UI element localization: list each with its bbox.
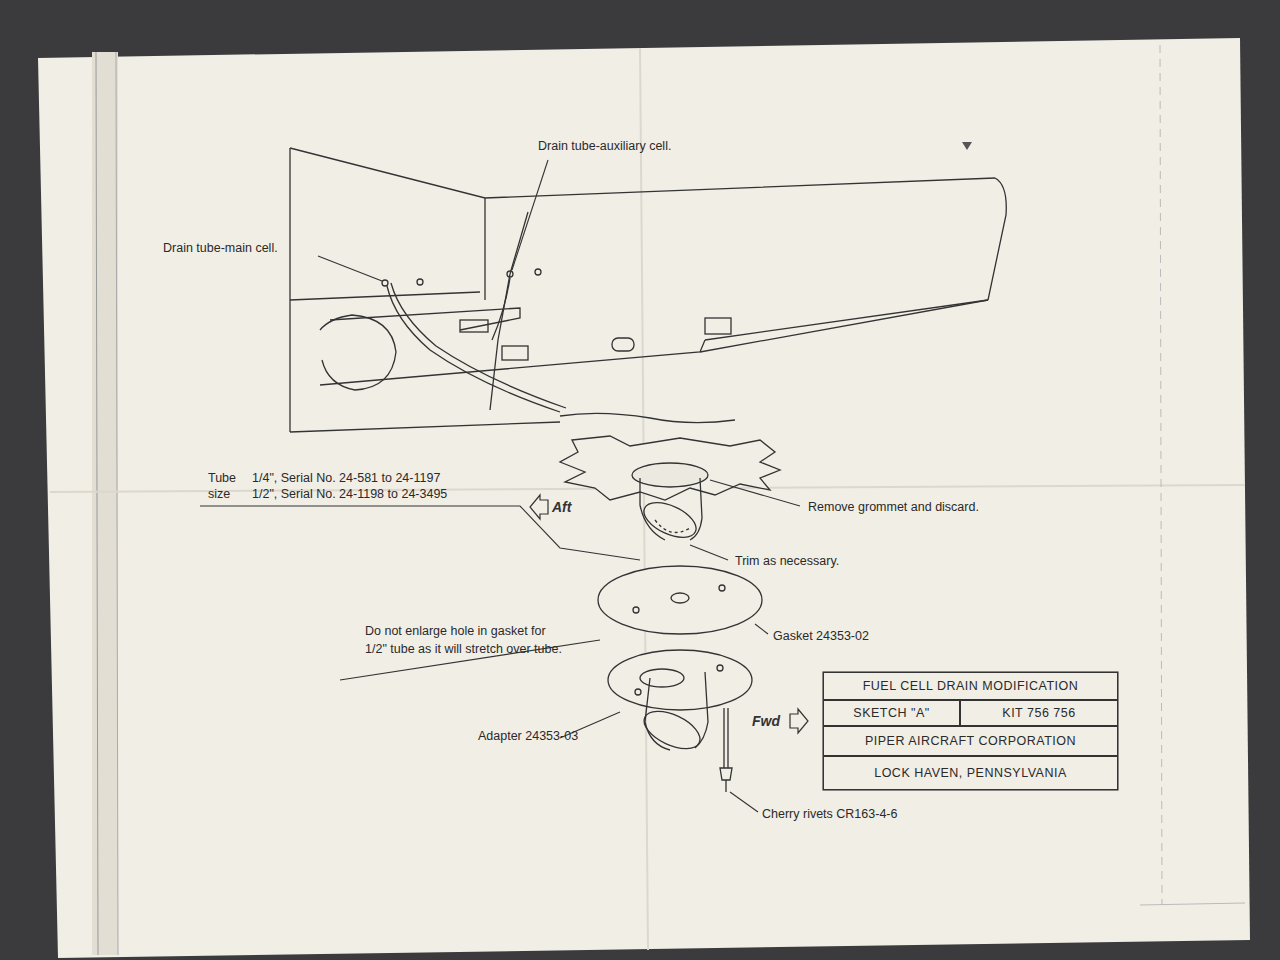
title-block-text: PIPER AIRCRAFT CORPORATION bbox=[865, 734, 1076, 748]
detail-bracket bbox=[560, 413, 735, 422]
table-heading: Tube bbox=[208, 470, 236, 486]
frame-line bbox=[1140, 903, 1245, 905]
title-block-cell: LOCK HAVEN, PENNSYLVANIA bbox=[823, 756, 1118, 790]
grommet bbox=[632, 463, 708, 487]
direction-label: Fwd bbox=[752, 713, 780, 729]
leader-line bbox=[755, 624, 768, 634]
rivet-hole bbox=[719, 585, 725, 591]
rivet-hole bbox=[635, 689, 641, 695]
access-panel bbox=[460, 320, 488, 332]
wing-root bbox=[289, 148, 290, 432]
title-block-cell: KIT 756 756 bbox=[960, 700, 1118, 726]
leader-line bbox=[690, 545, 728, 560]
callout-text: Drain tube-auxiliary cell. bbox=[538, 138, 671, 154]
check-mark bbox=[962, 142, 972, 150]
leader-line bbox=[730, 792, 758, 812]
vent-hole bbox=[417, 279, 423, 285]
access-panel bbox=[502, 346, 528, 360]
aux-wall bbox=[510, 212, 528, 274]
part-number: Gasket 24353-02 bbox=[773, 628, 869, 644]
wing-tip bbox=[988, 178, 1006, 300]
adapter-bore bbox=[640, 669, 684, 687]
vent-hole bbox=[535, 269, 541, 275]
leader-line bbox=[200, 506, 640, 560]
wing-bottom-edge bbox=[290, 422, 560, 432]
title-block-text: KIT 756 756 bbox=[1002, 706, 1075, 720]
leader-line bbox=[318, 256, 382, 281]
wing-drawing bbox=[290, 148, 1006, 432]
rivet-hole bbox=[633, 607, 639, 613]
paper-strip bbox=[92, 52, 118, 955]
tube-end bbox=[640, 478, 702, 540]
tube-spec: 1/4", Serial No. 24-581 to 24-1197 bbox=[252, 470, 440, 486]
strip-line bbox=[96, 52, 98, 955]
part-number: Cherry rivets CR163-4-6 bbox=[762, 806, 897, 822]
title-block-cell: PIPER AIRCRAFT CORPORATION bbox=[823, 726, 1118, 756]
aux-cell-port bbox=[507, 271, 513, 277]
aft-arrow bbox=[530, 495, 548, 519]
drain-tube bbox=[492, 278, 510, 340]
fwd-arrow bbox=[790, 709, 808, 733]
rib-line bbox=[320, 340, 705, 385]
title-block-text: LOCK HAVEN, PENNSYLVANIA bbox=[874, 766, 1067, 780]
gasket-hole bbox=[671, 593, 689, 603]
rivet-hole bbox=[717, 665, 723, 671]
title-block-text: SKETCH "A" bbox=[853, 706, 929, 720]
title-block-frame bbox=[823, 672, 1118, 790]
drain-tube bbox=[391, 283, 566, 408]
title-block-cell: SKETCH "A" bbox=[823, 700, 960, 726]
rib-line bbox=[290, 292, 480, 300]
title-block-cell: FUEL CELL DRAIN MODIFICATION bbox=[823, 672, 1118, 700]
instruction-note: Trim as necessary. bbox=[735, 553, 839, 569]
wing-top-edge bbox=[290, 148, 995, 198]
callout-text: Drain tube-main cell. bbox=[163, 240, 278, 256]
rib-line bbox=[330, 308, 520, 330]
frame-line bbox=[1160, 45, 1162, 905]
adapter-flange bbox=[608, 650, 752, 710]
adapter-opening bbox=[638, 704, 705, 757]
leader-line bbox=[710, 480, 800, 506]
access-panel bbox=[612, 338, 634, 351]
table-heading: size bbox=[208, 486, 230, 502]
instruction-note: Remove grommet and discard. bbox=[808, 499, 979, 515]
aux-wall bbox=[490, 274, 510, 410]
leader-line bbox=[512, 160, 548, 270]
part-number: Adapter 24353-03 bbox=[478, 728, 578, 744]
gasket bbox=[598, 566, 762, 634]
paper-sheet bbox=[38, 38, 1250, 958]
wheel-well bbox=[320, 315, 396, 390]
spar-line bbox=[484, 198, 485, 300]
leader-lines bbox=[200, 160, 1118, 812]
exploded-view bbox=[560, 436, 780, 792]
main-cell-port bbox=[382, 280, 388, 286]
direction-label: Aft bbox=[552, 499, 571, 515]
trim-line bbox=[655, 520, 690, 533]
instruction-note: Do not enlarge hole in gasket for 1/2" t… bbox=[365, 622, 565, 658]
access-panel bbox=[705, 318, 731, 334]
wing-bottom-edge bbox=[700, 300, 988, 352]
fold-line bbox=[640, 48, 648, 950]
rib-line bbox=[705, 300, 988, 340]
tube-opening bbox=[639, 495, 702, 544]
title-block-text: FUEL CELL DRAIN MODIFICATION bbox=[863, 679, 1079, 693]
strip-line bbox=[116, 52, 118, 955]
drain-tube bbox=[387, 286, 560, 412]
cherry-rivet bbox=[720, 708, 732, 792]
tube-spec: 1/2", Serial No. 24-1198 to 24-3495 bbox=[252, 486, 447, 502]
